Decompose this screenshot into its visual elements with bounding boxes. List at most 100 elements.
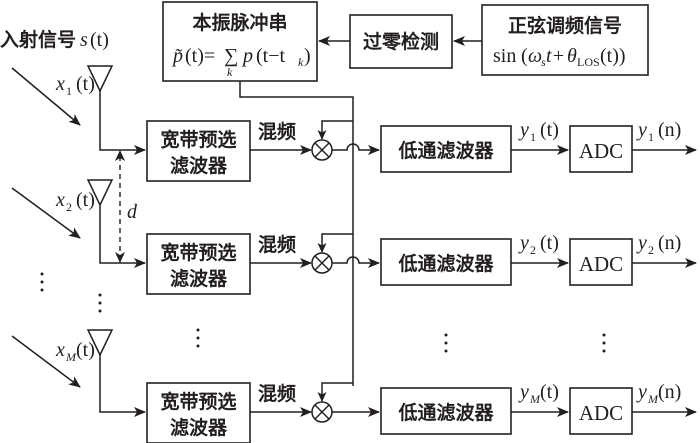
ellipsis-vertical [444,333,448,353]
lpf-output-argument: (t) [540,119,559,141]
mixing-label: 混频 [258,120,296,143]
spacing-arrowhead-top [115,150,125,161]
adc-label: ADC [579,252,623,276]
incident-signal-arg: (t) [90,29,109,51]
lpf-output-symbol: y [518,119,529,141]
antenna-label-subscript: 1 [66,84,72,98]
lo-formula-arg-close: ) [304,45,311,67]
sine-fm-theta: θ [567,45,577,67]
prefilter-label-line2: 滤波器 [170,416,228,439]
spacing-arrowhead-bottom [115,252,125,263]
antenna-icon [86,179,114,207]
adc-block: ADC [569,238,633,286]
lpf-output-argument: (t) [540,232,559,254]
adc-output-subscript: M [647,392,659,406]
lpf-output-symbol: y [518,381,529,403]
ellipsis-vertical [602,333,606,353]
lpf-output-subscript: M [529,392,541,406]
spacing-label-d: d [127,201,138,223]
adc-output-subscript: 1 [648,130,654,144]
incident-signal-text: 入射信号 [0,28,76,51]
sine-fm-omega: ω [528,45,542,67]
lo-formula-sum-index: k [227,65,233,79]
lowpass-filter: 低通滤波器 [380,387,512,435]
mixing-label: 混频 [258,233,296,256]
lo-formula-lhs-arg: (t)= [185,45,215,67]
lo-formula-sub-k: k [298,55,304,69]
sine-fm-fn: sin [493,45,516,67]
lpf-label: 低通滤波器 [397,139,494,162]
ellipsis-vertical [40,272,44,292]
antenna-label-subscript: 2 [66,200,72,214]
antenna-icon [86,329,114,357]
antenna-icon [86,65,114,93]
ellipsis-vertical [196,328,200,348]
sine-fm-close: (t)) [600,45,626,67]
antenna-label-symbol: x [55,189,65,211]
sine-fm-omega-sub: s [541,55,546,69]
antenna-feed-line [99,355,146,417]
lo-formula-sum: ∑ [224,45,238,67]
adc-output-subscript: 2 [648,243,654,257]
incoming-wave-arrow [11,335,81,388]
lo-formula-lhs: p̃ [171,45,183,67]
adc-output-argument: (n) [658,232,681,254]
lo-pulse-train-title: 本振脉冲串 [192,11,287,34]
prefilter-label-line2: 滤波器 [170,267,228,290]
mixing-label: 混频 [258,382,296,405]
adc-output-symbol: y [636,119,647,141]
adc-output-symbol: y [636,232,647,254]
adc-output-argument: (n) [658,119,681,141]
mixer-icon [311,139,333,161]
mixer-to-lpf-arrow [332,256,380,268]
ellipsis-group [40,272,606,353]
lpf-label: 低通滤波器 [397,252,494,275]
prefilter-label-line1: 宽带预选 [160,241,236,264]
sine-fm-t: t+ [546,45,565,67]
lpf-output-subscript: 1 [530,130,536,144]
antenna-feed-line [99,91,146,155]
lo-tap-line [317,233,353,253]
lo-formula-arg-open: (t−t [256,45,285,67]
antenna-label-subscript: M [65,350,77,364]
incident-signal-symbol: s [80,29,88,51]
zero-crossing-detector-block: 过零检测 [349,14,453,69]
mixer-icon [311,252,333,274]
adc-label: ADC [579,139,623,163]
incident-signal-label: 入射信号 s (t) [0,28,109,51]
lpf-output-subscript: 2 [530,243,536,257]
lpf-output-symbol: y [518,232,529,254]
mixer-icon [311,401,333,423]
antenna-label-argument: (t) [76,339,95,361]
antenna-label-argument: (t) [76,73,95,95]
adc-block: ADC [569,387,633,435]
antenna-label-symbol: x [55,339,65,361]
lowpass-filter: 低通滤波器 [380,125,512,173]
antenna-label-argument: (t) [76,189,95,211]
sine-fm-theta-sub: LOS [577,55,600,69]
adc-label: ADC [579,401,623,425]
antenna-feed-line [99,205,146,268]
lo-tap-line [317,382,353,402]
lpf-output-argument: (t) [540,381,559,403]
lo-pulse-train-block: 本振脉冲串 p̃ (t)= ∑ k p (t−t k ) [162,1,318,82]
adc-output-symbol: y [636,381,647,403]
lpf-label: 低通滤波器 [397,401,494,424]
sine-fm-signal-block: 正弦调频信号 sin ( ω s t+ θ LOS (t)) [481,4,649,76]
